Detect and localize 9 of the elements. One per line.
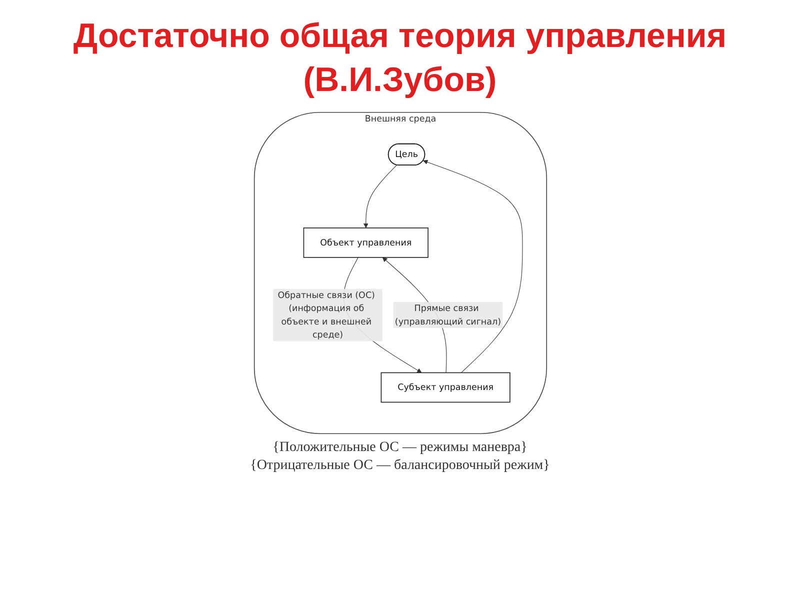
- node-box: Субъект управления: [380, 372, 510, 403]
- edge-label: Обратные связи (ОС) (информация об объекте и внешней среде): [277, 290, 374, 340]
- arrow: [363, 165, 397, 229]
- edge-label: Прямые связи (управляющий сигнал): [394, 303, 501, 327]
- note-text: {Отрицательные ОС — балансировочный режим}: [249, 458, 551, 474]
- arrow: [422, 160, 522, 374]
- note-text: {Положительные ОС — режимы маневра}: [272, 440, 528, 456]
- title: Достаточно общая теория управления (В.И.Зубов): [72, 16, 728, 102]
- node-box: Объект управления: [302, 228, 428, 258]
